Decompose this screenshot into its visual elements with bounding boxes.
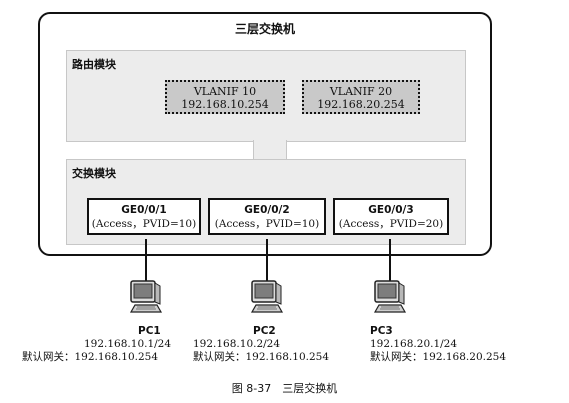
cable-pc2 [266,239,268,283]
port-ge0-0-1-name: GE0/0/1 [121,204,167,216]
pc3-label: PC3 192.168.20.1/24 默认网关：192.168.20.254 [370,325,560,364]
pc1-gateway: 默认网关：192.168.10.254 [22,351,158,363]
pc1-ip: 192.168.10.1/24 [84,338,172,350]
desktop-computer-icon [129,280,163,313]
layer3-switch-box: 三层交换机 路由模块 VLANIF 10 192.168.10.254 VLAN… [38,12,492,256]
vlanif-20-ip: 192.168.20.254 [317,98,405,111]
switching-module: 交换模块 GE0/0/1 (Access，PVID=10) GE0/0/2 (A… [66,159,466,245]
vlanif-10-name: VLANIF 10 [193,85,257,98]
pc3-name: PC3 [370,325,393,337]
port-ge0-0-2-config: (Access，PVID=10) [214,218,320,230]
port-ge0-0-3-config: (Access，PVID=20) [338,218,444,230]
vlanif-10-box: VLANIF 10 192.168.10.254 [165,80,285,114]
pc2-gateway: 默认网关：192.168.10.254 [193,351,329,363]
port-ge0-0-3-name: GE0/0/3 [368,204,414,216]
figure-caption: 图 8-37 三层交换机 [231,382,338,395]
pc2-name: PC2 [253,325,276,337]
port-ge0-0-2-name: GE0/0/2 [244,204,290,216]
cable-pc1 [145,239,147,283]
port-ge0-0-1: GE0/0/1 (Access，PVID=10) [87,198,201,235]
desktop-computer-icon [373,280,407,313]
port-ge0-0-2: GE0/0/2 (Access，PVID=10) [208,198,326,235]
routing-module: 路由模块 VLANIF 10 192.168.10.254 VLANIF 20 … [66,50,466,142]
pc1-name: PC1 [138,325,161,337]
switch-title: 三层交换机 [234,22,295,36]
pc3-gateway: 默认网关：192.168.20.254 [370,351,506,363]
switching-module-label: 交换模块 [72,167,116,180]
pc1-label: PC1 192.168.10.1/24 默认网关：192.168.10.254 [22,325,222,364]
pc2-label: PC2 192.168.10.2/24 默认网关：192.168.10.254 [193,325,373,364]
vlanif-20-box: VLANIF 20 192.168.20.254 [302,80,420,114]
cable-pc3 [389,239,391,283]
routing-module-label: 路由模块 [72,58,116,71]
port-ge0-0-3: GE0/0/3 (Access，PVID=20) [333,198,449,235]
port-ge0-0-1-config: (Access，PVID=10) [91,218,197,230]
module-connector [253,140,287,161]
vlanif-10-ip: 192.168.10.254 [181,98,269,111]
pc3-ip: 192.168.20.1/24 [370,338,458,350]
desktop-computer-icon [250,280,284,313]
vlanif-20-name: VLANIF 20 [329,85,393,98]
pc2-ip: 192.168.10.2/24 [193,338,281,350]
